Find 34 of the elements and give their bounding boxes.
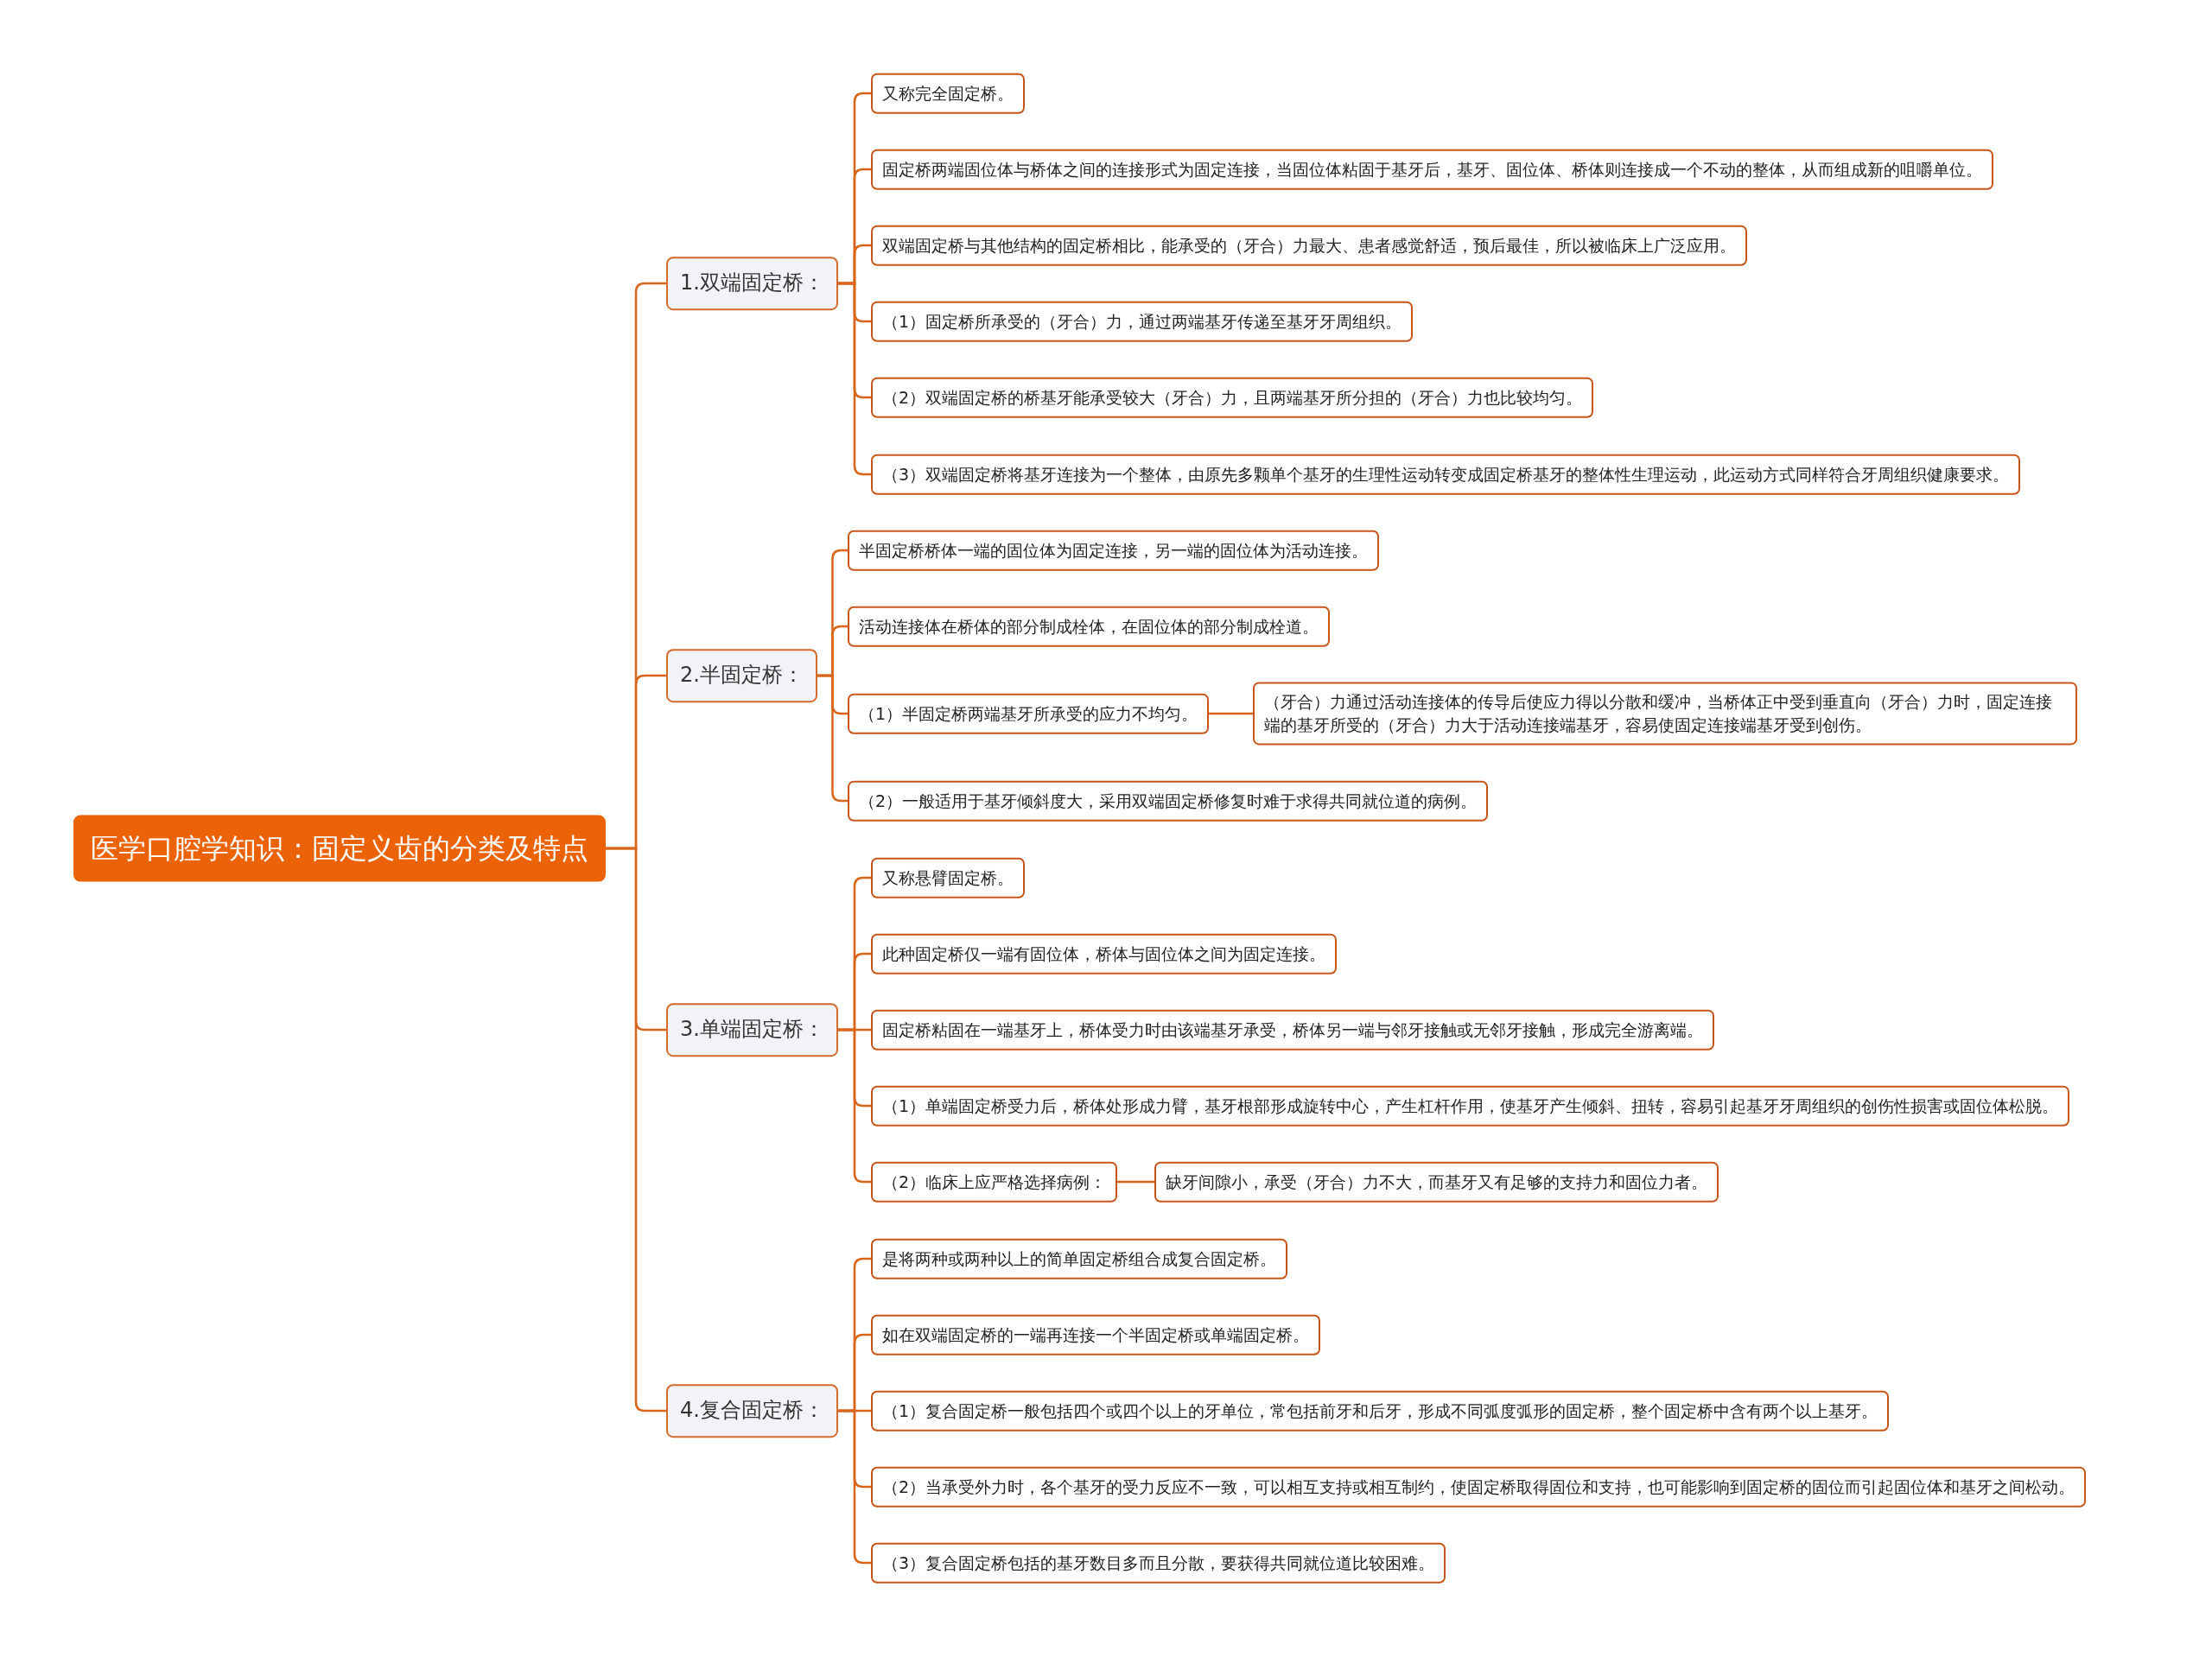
leaf-topic: （2）临床上应严格选择病例： [871,1161,1118,1203]
leaf-topic: 又称悬臂固定桥。 [871,857,1025,898]
branch-topic: 3.单端固定桥： [666,1003,838,1057]
connector-line [1117,1180,1154,1184]
leaf-topic: 活动连接体在桥体的部分制成栓体，在固位体的部分制成栓道。 [848,606,1330,647]
leaf-topic: （3）双端固定桥将基牙连接为一个整体，由原先多颗单个基牙的生理性运动转变成固定桥基牙的整体性生理运动，此运动方式同样符合牙周组织健康要求。 [871,454,2021,495]
leaf-topic: （2）双端固定桥的桥基牙能承受较大（牙合）力，且两端基牙所分担的（牙合）力也比较均匀。 [871,377,1594,418]
leaf-topic: （1）半固定桥两端基牙所承受的应力不均匀。 [848,693,1210,734]
leaf-topic: （2）一般适用于基牙倾斜度大，采用双端固定桥修复时难于求得共同就位道的病例。 [848,780,1489,822]
leaf-topic: 半固定桥桥体一端的固位体为固定连接，另一端的固位体为活动连接。 [848,530,1379,571]
leaf-topic: 固定桥粘固在一端基牙上，桥体受力时由该端基牙承受，桥体另一端与邻牙接触或无邻牙接触，形成完全游离端。 [871,1009,1714,1051]
leaf-topic: 双端固定桥与其他结构的固定桥相比，能承受的（牙合）力最大、患者感觉舒适，预后最佳，所以被临床上广泛应用。 [871,225,1747,266]
leaf-topic: 如在双端固定桥的一端再连接一个半固定桥或单端固定桥。 [871,1314,1320,1355]
connector-line [837,1409,871,1565]
leaf-topic: （牙合）力通过活动连接体的传导后使应力得以分散和缓冲，当桥体正中受到垂直向（牙合）力时，固定连接端的基牙所受的（牙合）力大于活动连接端基牙，容易使固定连接端基牙受到创伤。 [1253,682,2077,746]
branch-topic: 1.双端固定桥： [666,257,838,310]
leaf-topic: 固定桥两端固位体与桥体之间的连接形式为固定连接，当固位体粘固于基牙后，基牙、固位体、桥体则连接成一个不动的整体，从而组成新的咀嚼单位。 [871,149,1993,190]
leaf-topic: 此种固定桥仅一端有固位体，桥体与固位体之间为固定连接。 [871,933,1337,975]
connector-line [817,674,848,803]
branch-topic: 4.复合固定桥： [666,1384,838,1438]
leaf-topic: 是将两种或两种以上的简单固定桥组合成复合固定桥。 [871,1238,1287,1279]
connector-line [1209,712,1253,715]
leaf-topic: （1）单端固定桥受力后，桥体处形成力臂，基牙根部形成旋转中心，产生杠杆作用，使基牙产生倾斜、扭转，容易引起基牙牙周组织的创伤性损害或固位体松脱。 [871,1085,2070,1127]
leaf-topic: （1）复合固定桥一般包括四个或四个以上的牙单位，常包括前牙和后牙，形成不同弧度弧形的固定桥，整个固定桥中含有两个以上基牙。 [871,1390,1890,1432]
connector-line [606,847,666,1413]
leaf-topic: 又称完全固定桥。 [871,73,1025,114]
branch-topic: 2.半固定桥： [666,649,817,702]
leaf-topic: （3）复合固定桥包括的基牙数目多而且分散，要获得共同就位道比较困难。 [871,1542,1446,1584]
leaf-topic: （2）当承受外力时，各个基牙的受力反应不一致，可以相互支持或相互制约，使固定桥取得固位和支持，也可能影响到固定桥的固位而引起固位体和基牙之间松动。 [871,1466,2087,1508]
connector-line [837,282,871,476]
leaf-topic: 缺牙间隙小，承受（牙合）力不大，而基牙又有足够的支持力和固位力者。 [1154,1161,1719,1203]
leaf-topic: （1）固定桥所承受的（牙合）力，通过两端基牙传递至基牙牙周组织。 [871,301,1414,342]
root-topic: 医学口腔学知识：固定义齿的分类及特点 [73,815,606,882]
connector-line [837,1028,871,1184]
